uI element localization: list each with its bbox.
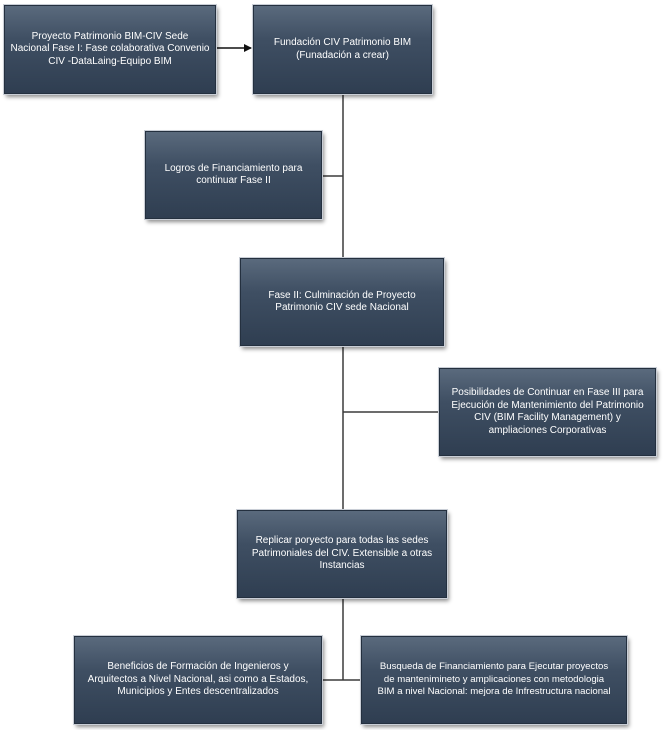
node-logros-financiamiento-text: Logros de Financiamiento para continuar …	[164, 162, 303, 187]
node-beneficios-formacion: Beneficios de Formación de Ingenieros y …	[73, 635, 323, 725]
node-fase-3-text: Posibilidades de Continuar en Fase III p…	[451, 387, 644, 436]
node-fundacion-text: Fundación CIV Patrimonio BIM (Funadación…	[273, 37, 412, 61]
node-fase-3: Posibilidades de Continuar en Fase III p…	[438, 367, 657, 457]
node-fase-2: Fase II: Culminación de Proyecto Patrimo…	[239, 257, 445, 347]
node-beneficios-formacion-text: Beneficios de Formación de Ingenieros y …	[87, 661, 309, 698]
node-logros-financiamiento: Logros de Financiamiento para continuar …	[144, 130, 323, 220]
node-fundacion: Fundación CIV Patrimonio BIM (Funadación…	[252, 4, 433, 95]
node-busqueda-financiamiento-text: Busqueda de Financiamiento para Ejecutar…	[377, 661, 611, 698]
node-replicar-proyecto-text: Replicar poryecto para todas las sedes P…	[251, 535, 433, 572]
node-fase-2-text: Fase II: Culminación de Proyecto Patrimo…	[268, 289, 416, 314]
node-proyecto-fase-1-text: Proyecto Patrimonio BIM-CIV Sede Naciona…	[10, 30, 210, 67]
node-busqueda-financiamiento: Busqueda de Financiamiento para Ejecutar…	[360, 635, 628, 725]
node-proyecto-fase-1: Proyecto Patrimonio BIM-CIV Sede Naciona…	[3, 4, 217, 95]
node-replicar-proyecto: Replicar poryecto para todas las sedes P…	[236, 509, 448, 599]
